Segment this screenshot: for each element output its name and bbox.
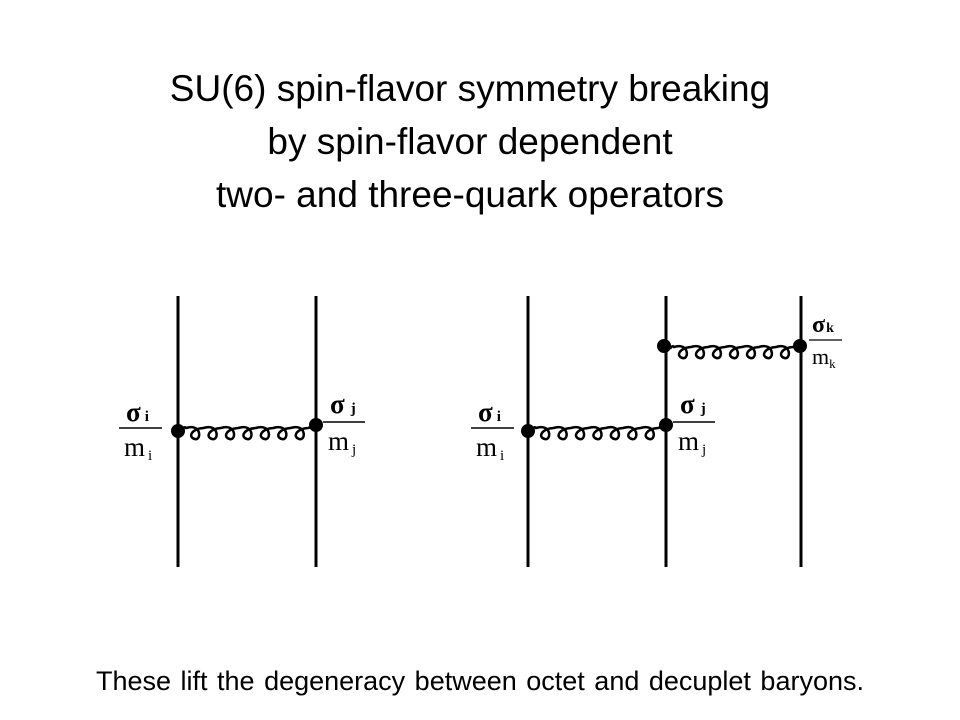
title-line-1: SU(6) spin-flavor symmetry breaking bbox=[169, 68, 771, 109]
vertex-dot bbox=[309, 418, 323, 432]
gluon-line-lower bbox=[530, 425, 663, 441]
vertex-dot bbox=[171, 424, 185, 438]
gluon-line bbox=[180, 425, 313, 441]
vertex-dot bbox=[657, 339, 671, 353]
vertex-dot bbox=[521, 424, 535, 438]
gluon-line-upper bbox=[668, 344, 798, 360]
vertex-dot bbox=[793, 339, 807, 353]
label-denominator: mk bbox=[812, 344, 836, 371]
title-line-2: by spin-flavor dependent bbox=[267, 121, 673, 162]
slide-title: SU(6) spin-flavor symmetry breaking by s… bbox=[0, 62, 940, 221]
caption: These lift the degeneracy between octet … bbox=[96, 666, 864, 696]
vertex-dot bbox=[659, 418, 673, 432]
label-numerator: σk bbox=[812, 312, 834, 338]
operator-label-sigma-k-over-m-k: σk mk bbox=[809, 312, 842, 371]
title-line-3: two- and three-quark operators bbox=[216, 174, 724, 215]
